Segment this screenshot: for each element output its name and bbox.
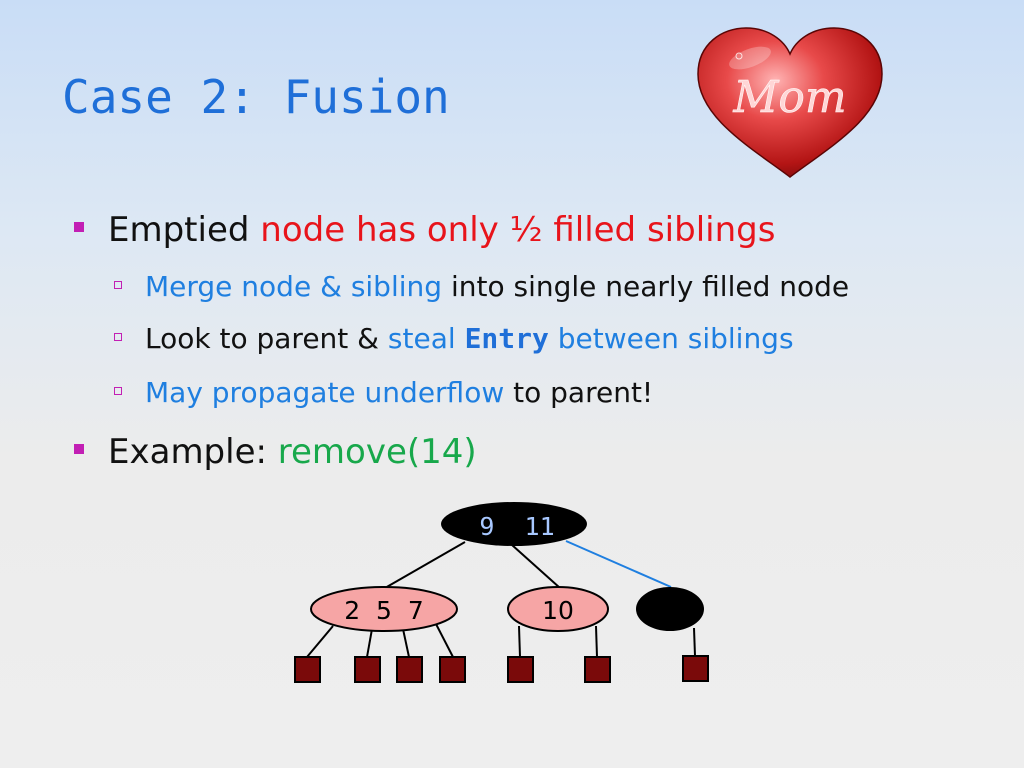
edge-left-leaf4	[435, 623, 454, 658]
subbullet-steal: Look to parent & steal Entry between sib…	[114, 322, 794, 355]
bullet-highlight: node has only ½ filled siblings	[260, 210, 776, 250]
subbullet-marker	[114, 387, 122, 395]
subbullet-merge: Merge node & sibling into single nearly …	[114, 270, 850, 303]
edge-left-leaf2	[366, 628, 373, 658]
leaf-square	[294, 656, 321, 683]
subbullet-marker	[114, 333, 122, 341]
heart-text: Mom	[732, 72, 846, 123]
edge-right-leaf	[693, 627, 696, 657]
slide-title: Case 2: Fusion	[62, 70, 450, 124]
edge-root-right	[565, 540, 672, 588]
bullet-marker	[74, 444, 84, 454]
leaf-square	[439, 656, 466, 683]
node-left-keys: 2 5 7	[344, 596, 424, 625]
edge-left-leaf3	[402, 628, 410, 658]
subbullet-text: into single nearly filled node	[442, 270, 850, 303]
heart-icon: Mom	[697, 27, 883, 178]
subbullet-text: to parent!	[504, 376, 654, 409]
subbullet-highlight: between siblings	[548, 322, 794, 355]
bullet-marker	[74, 222, 84, 232]
node-right-empty	[636, 587, 704, 631]
node-left	[310, 586, 458, 632]
bullet-text: Example:	[108, 432, 278, 472]
subbullet-marker	[114, 281, 122, 289]
bullet-emptied-node: Emptied node has only ½ filled siblings	[74, 210, 776, 250]
edge-middle-leaf2	[595, 625, 598, 658]
bullet-text: Emptied	[108, 210, 261, 250]
edge-root-left	[384, 541, 466, 589]
leaf-square	[584, 656, 611, 683]
node-middle	[507, 586, 609, 632]
subbullet-highlight: May propagate underflow	[145, 376, 505, 409]
leaf-square	[396, 656, 423, 683]
node-root	[441, 502, 587, 546]
subbullet-text: Look to parent &	[145, 322, 388, 355]
node-middle-keys: 10	[542, 596, 574, 625]
edge-left-leaf1	[306, 625, 334, 658]
leaf-square	[682, 655, 709, 682]
subbullet-propagate: May propagate underflow to parent!	[114, 376, 654, 409]
bullet-example: Example: remove(14)	[74, 432, 477, 472]
code-entry: Entry	[464, 322, 549, 355]
example-call: remove(14)	[277, 432, 477, 472]
subbullet-highlight: steal	[387, 322, 465, 355]
node-root-keys: 9 11	[479, 512, 554, 541]
edge-middle-leaf1	[518, 625, 521, 658]
leaf-square	[354, 656, 381, 683]
subbullet-highlight: Merge node & sibling	[145, 270, 443, 303]
edge-root-middle	[511, 544, 561, 589]
leaf-square	[507, 656, 534, 683]
heart-image: Mom	[690, 22, 890, 184]
